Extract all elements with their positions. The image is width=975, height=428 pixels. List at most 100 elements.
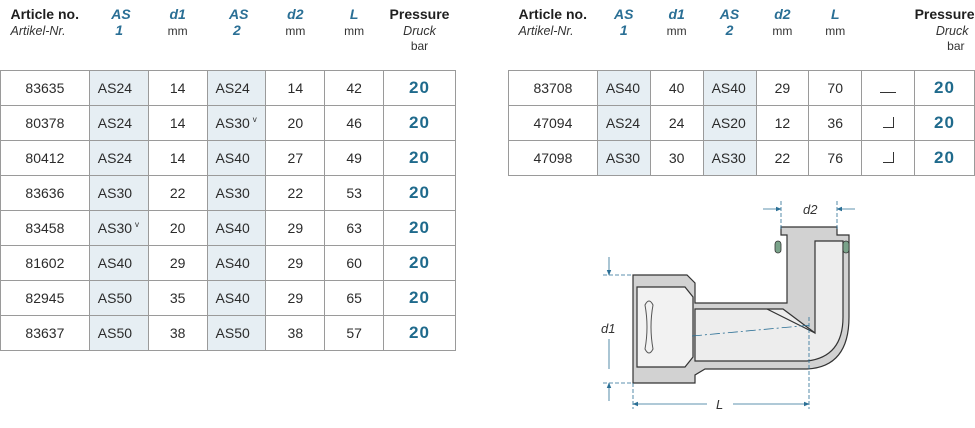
cell-as1-value: AS30 — [97, 185, 133, 201]
cell-d2: 22 — [265, 175, 326, 211]
cell-l: 65 — [324, 280, 385, 316]
cell-pressure-value: 20 — [409, 253, 430, 272]
header-symbol — [862, 6, 915, 71]
cell-as2-value: AS30 — [711, 150, 746, 166]
cell-pressure-value: 20 — [409, 323, 430, 342]
cell-as2: AS20 — [702, 105, 757, 141]
cell-l: 60 — [324, 245, 385, 281]
cell-pressure: 20 — [383, 280, 456, 316]
cell-article-value: 47098 — [533, 150, 573, 166]
dimension-l: L — [632, 317, 810, 412]
cell-pressure: 20 — [383, 105, 456, 141]
cell-as1-value: AS40 — [97, 255, 133, 271]
cell-d2-value: 29 — [287, 255, 304, 271]
cell-pressure-value: 20 — [409, 288, 430, 307]
cell-as2-value: AS30 — [215, 115, 250, 131]
cell-shape-symbol — [861, 105, 915, 141]
cell-l: 70 — [808, 70, 863, 106]
cell-pressure-value: 20 — [934, 78, 955, 97]
cell-d1-value: 30 — [668, 150, 685, 166]
cell-l-value: 63 — [346, 220, 362, 236]
cell-as1: AS50 — [88, 315, 149, 351]
cell-d2-value: 27 — [287, 150, 304, 166]
seal-right — [842, 240, 850, 254]
cell-pressure: 20 — [383, 315, 456, 351]
cell-d2: 29 — [265, 245, 326, 281]
cell-d1-value: 14 — [169, 115, 186, 131]
header-as1: AS 1 — [614, 6, 634, 38]
cell-pressure-value: 20 — [409, 148, 430, 167]
cell-d1: 30 — [649, 140, 704, 176]
cell-d1: 40 — [649, 70, 704, 106]
cell-article-value: 47094 — [533, 115, 573, 131]
cell-pressure-value: 20 — [409, 78, 430, 97]
fitting-body — [632, 226, 850, 384]
cell-as2: AS40 — [206, 280, 267, 316]
cell-as2-value: AS40 — [215, 290, 250, 306]
header-d2: d2 mm — [772, 6, 793, 38]
cell-pressure: 20 — [383, 175, 456, 211]
cell-as2-value: AS40 — [215, 255, 250, 271]
cell-d1: 20 — [147, 210, 208, 246]
cell-as1: AS24 — [88, 70, 149, 106]
cell-as1-value: AS50 — [97, 290, 133, 306]
cell-d1: 14 — [147, 140, 208, 176]
cell-as1: AS24 — [88, 140, 149, 176]
cell-article-value: 80412 — [25, 150, 65, 166]
cell-d1-value: 20 — [169, 220, 186, 236]
cell-article-value: 83708 — [533, 80, 573, 96]
header-as2: AS 2 — [719, 6, 740, 38]
header-d2: d2 mm — [285, 6, 306, 38]
cell-pressure: 20 — [383, 140, 456, 176]
cell-pressure: 20 — [913, 70, 975, 106]
cell-d1-value: 24 — [668, 115, 685, 131]
cell-d2-value: 29 — [774, 80, 791, 96]
cell-d2-value: 38 — [287, 325, 304, 341]
cell-d1: 22 — [147, 175, 208, 211]
cell-article: 82945 — [0, 280, 90, 316]
cell-d1: 29 — [147, 245, 208, 281]
cell-article-value: 83637 — [25, 325, 65, 341]
cell-article-value: 83636 — [25, 185, 65, 201]
cell-as2-value: AS20 — [711, 115, 746, 131]
cell-pressure-value: 20 — [409, 183, 430, 202]
cell-d2: 20 — [265, 105, 326, 141]
variant-mark: v — [135, 220, 140, 229]
header-l: L mm — [825, 6, 846, 38]
inner-key-shape — [644, 300, 654, 354]
cell-pressure-value: 20 — [409, 113, 430, 132]
cell-as2: AS24 — [206, 70, 267, 106]
cell-article-value: 82945 — [25, 290, 65, 306]
header-d1: d1 mm — [167, 6, 188, 38]
cell-as2-value: AS50 — [215, 325, 250, 341]
cell-article-value: 83635 — [25, 80, 65, 96]
cell-d1-value: 38 — [169, 325, 186, 341]
label-d1: d1 — [601, 321, 615, 336]
cell-l: 53 — [324, 175, 385, 211]
cell-as2: AS40 — [206, 245, 267, 281]
cell-article-value: 83458 — [25, 220, 65, 236]
cell-d1: 35 — [147, 280, 208, 316]
angle-symbol-icon — [882, 117, 894, 128]
cell-l-value: 42 — [346, 80, 362, 96]
cell-article: 83458 — [0, 210, 90, 246]
cell-d1-value: 29 — [169, 255, 186, 271]
cell-article: 83708 — [508, 70, 598, 106]
cell-shape-symbol — [861, 70, 915, 106]
cell-as2: AS40 — [206, 210, 267, 246]
cell-d2-value: 14 — [287, 80, 304, 96]
cell-d2: 22 — [755, 140, 810, 176]
cell-as1-value: AS24 — [605, 115, 641, 131]
cell-d1: 38 — [147, 315, 208, 351]
cell-d2-value: 22 — [774, 150, 791, 166]
cell-as1-value: AS24 — [97, 150, 133, 166]
